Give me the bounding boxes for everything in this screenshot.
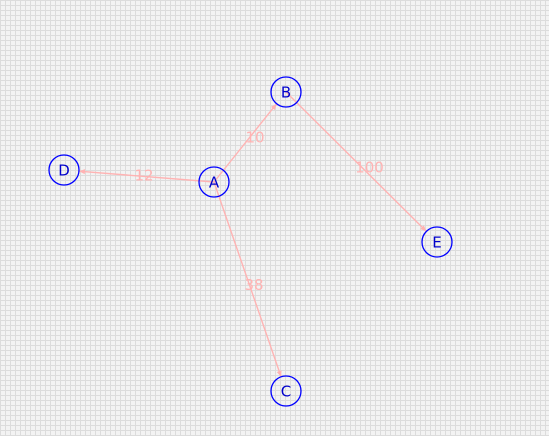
node-A[interactable]: A xyxy=(198,166,230,198)
node-label-D: D xyxy=(58,162,70,180)
edge-A-C xyxy=(213,181,282,378)
edge-label-A-B: 10 xyxy=(245,129,264,147)
node-label-C: C xyxy=(281,383,291,401)
nodes-layer: A B C D E xyxy=(48,76,453,407)
edge-label-A-D: 12 xyxy=(134,167,153,185)
edge-arrow-B-E xyxy=(420,225,427,232)
node-C[interactable]: C xyxy=(270,375,302,407)
node-E[interactable]: E xyxy=(421,226,453,258)
edge-B-E xyxy=(285,91,427,232)
node-B[interactable]: B xyxy=(270,76,302,108)
edge-arrow-A-C xyxy=(276,370,282,377)
node-circle-E[interactable] xyxy=(421,226,453,258)
edges-layer: 10 38 12 100 xyxy=(78,91,427,378)
node-circle-A[interactable] xyxy=(198,166,230,198)
node-label-E: E xyxy=(432,234,441,252)
node-circle-D[interactable] xyxy=(48,154,80,186)
edge-label-A-C: 38 xyxy=(244,276,263,294)
edge-A-B xyxy=(213,103,278,183)
edge-A-D xyxy=(78,170,215,183)
edge-arrow-A-D xyxy=(78,169,86,175)
edge-arrow-A-B xyxy=(270,103,277,110)
node-D[interactable]: D xyxy=(48,154,80,186)
node-circle-C[interactable] xyxy=(270,375,302,407)
node-label-B: B xyxy=(281,84,291,102)
node-circle-B[interactable] xyxy=(270,76,302,108)
edge-label-B-E: 100 xyxy=(355,159,384,177)
node-label-A: A xyxy=(209,174,220,192)
